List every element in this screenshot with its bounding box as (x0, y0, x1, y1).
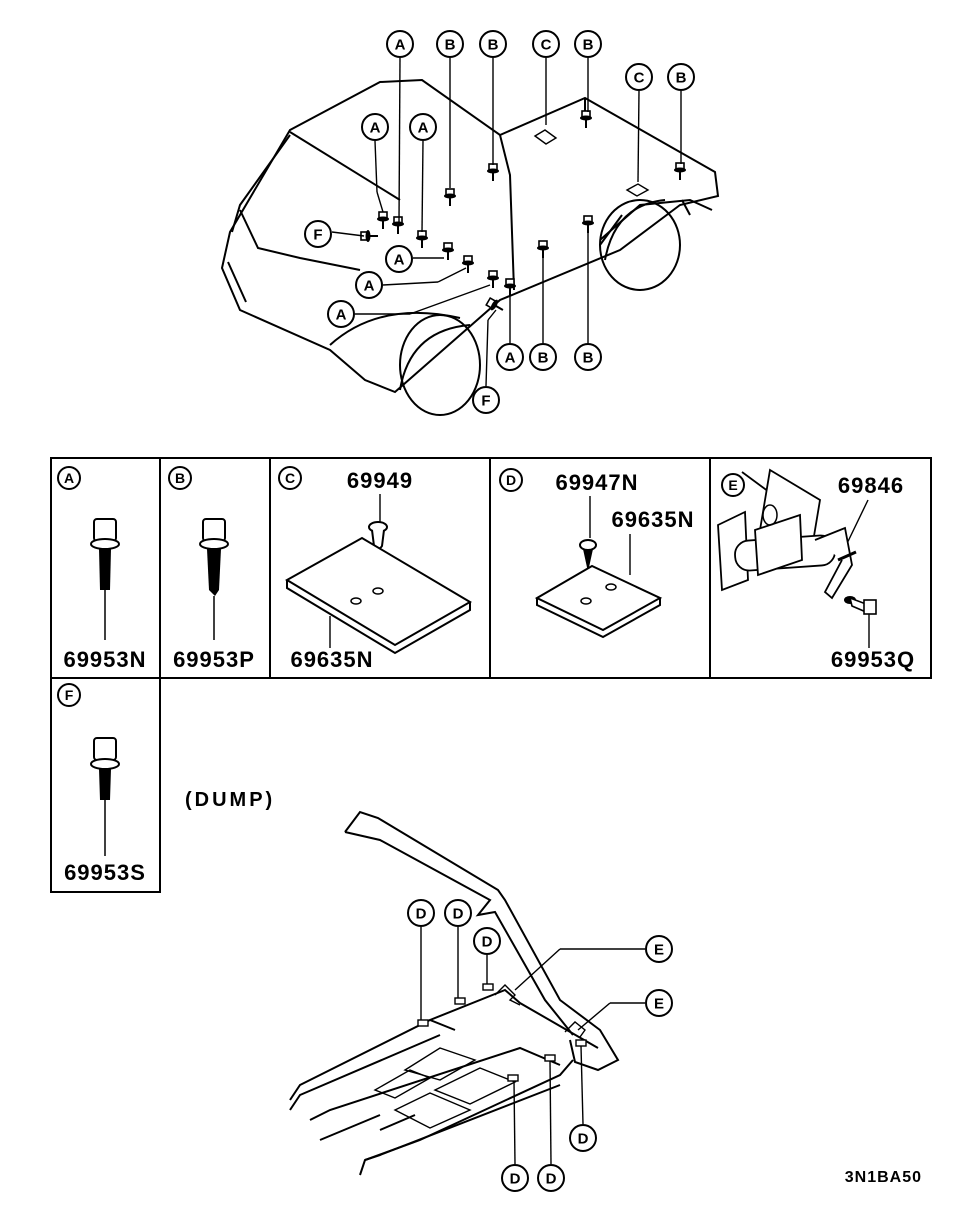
svg-text:A: A (394, 252, 405, 269)
vehicle-body-outline (220, 78, 720, 394)
svg-text:D: D (506, 472, 516, 488)
svg-text:B: B (676, 70, 687, 87)
callout-d: D (501, 1164, 529, 1192)
svg-text:B: B (538, 350, 549, 367)
svg-text:69953S: 69953S (64, 860, 146, 885)
svg-text:D: D (482, 934, 493, 951)
vehicle-callouts: A B B C B C B A A F A A A A B B F (304, 30, 695, 414)
legend-cell-b: B 69953P (168, 466, 255, 672)
legend-cell-f: F 69953S (57, 683, 146, 885)
dump-body-outline (289, 810, 620, 1176)
bracket-assembly-icon (717, 468, 857, 600)
callout-a: A (409, 113, 437, 141)
callout-c: C (625, 63, 653, 91)
svg-text:F: F (481, 393, 490, 410)
callout-b: B (574, 30, 602, 58)
svg-text:F: F (313, 227, 322, 244)
plate-icon (534, 564, 663, 639)
svg-text:D: D (578, 1131, 589, 1148)
flange-bolt-icon (199, 518, 229, 640)
svg-text:A: A (370, 120, 381, 137)
callout-b: B (436, 30, 464, 58)
callout-a: A (327, 300, 355, 328)
legend-cell-c: C 69949 69635N (278, 466, 472, 672)
callout-f: F (472, 386, 500, 414)
callout-b: B (574, 343, 602, 371)
callout-e: E (645, 935, 673, 963)
callout-d: D (537, 1164, 565, 1192)
vehicle-leader-lines (331, 57, 682, 387)
svg-text:B: B (583, 350, 594, 367)
callout-a: A (361, 113, 389, 141)
svg-text:69953P: 69953P (173, 647, 255, 672)
legend-cell-d: D 69947N 69635N (499, 468, 694, 639)
clip-icon (368, 521, 388, 550)
svg-text:B: B (583, 37, 594, 54)
svg-text:D: D (510, 1171, 521, 1188)
svg-text:C: C (634, 70, 645, 87)
dump-callouts: D D D E E D D D (407, 899, 673, 1192)
callout-a: A (496, 343, 524, 371)
svg-text:69846: 69846 (838, 473, 904, 498)
svg-text:E: E (654, 942, 664, 959)
flange-bolt-icon (90, 518, 120, 640)
svg-text:69953N: 69953N (63, 647, 146, 672)
svg-text:A: A (395, 37, 406, 54)
svg-text:E: E (654, 996, 664, 1013)
floor-plate-c-1 (533, 129, 558, 145)
legend-table (50, 457, 932, 893)
svg-text:B: B (488, 37, 499, 54)
callout-d: D (444, 899, 472, 927)
svg-text:A: A (64, 470, 74, 486)
diagram-code: 3N1BA50 (845, 1169, 922, 1186)
svg-text:A: A (505, 350, 516, 367)
legend-cell-e: E 69846 69953Q (717, 468, 915, 672)
dump-leader-lines (420, 927, 645, 1165)
svg-text:D: D (453, 906, 464, 923)
svg-text:D: D (416, 906, 427, 923)
vehicle-bolts (360, 110, 687, 317)
svg-text:69953Q: 69953Q (831, 647, 915, 672)
floor-plate-c-2 (625, 183, 650, 197)
small-bolt-icon (844, 596, 877, 615)
callout-f: F (304, 220, 332, 248)
svg-text:D: D (546, 1171, 557, 1188)
callout-c: C (532, 30, 560, 58)
rear-wheel (599, 199, 681, 291)
callout-a: A (386, 30, 414, 58)
svg-text:C: C (541, 37, 552, 54)
callout-a: A (385, 245, 413, 273)
front-wheel (399, 314, 481, 416)
svg-text:F: F (65, 687, 74, 703)
svg-text:A: A (336, 307, 347, 324)
callout-d: D (569, 1124, 597, 1152)
plate-icon (285, 536, 472, 655)
callout-b: B (529, 343, 557, 371)
screw-icon (579, 539, 597, 572)
callout-b: B (479, 30, 507, 58)
callout-e: E (645, 989, 673, 1017)
svg-text:69949: 69949 (347, 468, 413, 493)
flange-bolt-icon (90, 737, 120, 856)
svg-text:C: C (285, 470, 295, 486)
svg-text:69635N: 69635N (611, 507, 694, 532)
callout-b: B (667, 63, 695, 91)
svg-text:69947N: 69947N (555, 470, 638, 495)
svg-text:E: E (728, 477, 737, 493)
svg-text:69635N: 69635N (290, 647, 373, 672)
callout-d: D (473, 927, 501, 955)
dump-label: (DUMP) (185, 789, 275, 811)
svg-text:B: B (445, 37, 456, 54)
legend-cell-a: A 69953N (57, 466, 146, 672)
svg-text:A: A (418, 120, 429, 137)
callout-a: A (355, 271, 383, 299)
svg-text:B: B (175, 470, 185, 486)
svg-text:A: A (364, 278, 375, 295)
callout-d: D (407, 899, 435, 927)
